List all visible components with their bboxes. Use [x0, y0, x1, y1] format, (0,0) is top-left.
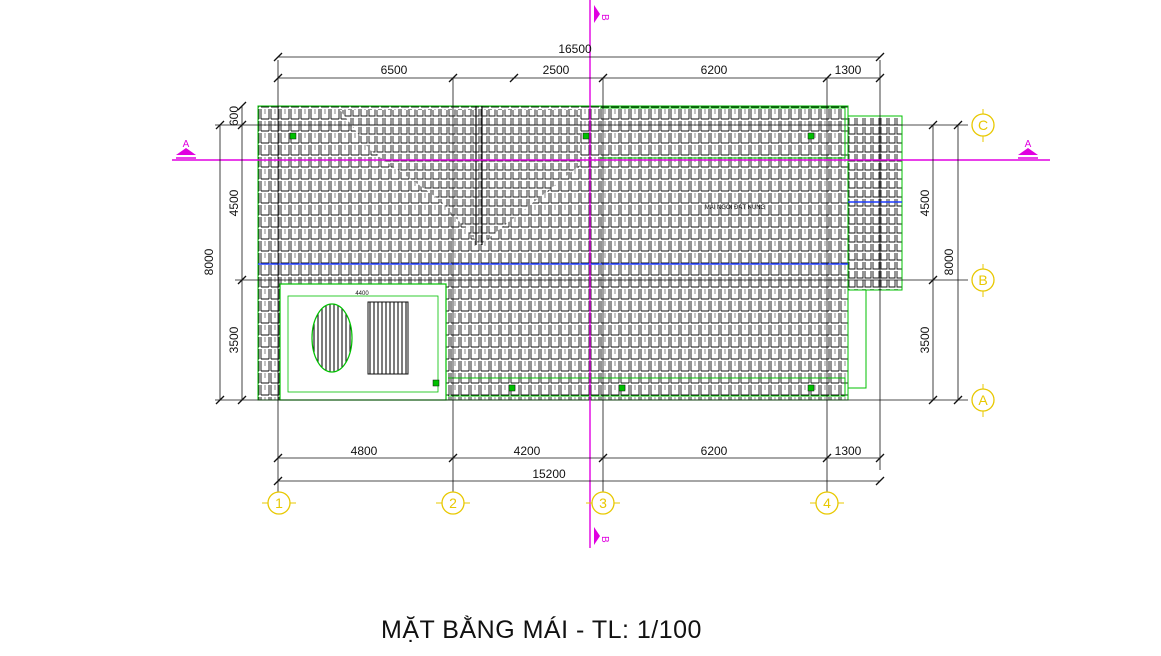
dim-bottom-segment-4: 1300 — [835, 444, 862, 458]
svg-text:1: 1 — [275, 495, 283, 511]
dim-top-segment-3: 6200 — [701, 63, 728, 77]
section-marker-b-top: B — [594, 5, 610, 23]
section-cut-lines: A A B B — [172, 0, 1050, 548]
roof-side-wing-tiles — [848, 116, 902, 290]
dim-top-segment-1: 6500 — [381, 63, 408, 77]
svg-text:2: 2 — [449, 495, 457, 511]
dim-top-overall: 16500 — [558, 42, 592, 56]
dim-left-segment-1: 600 — [227, 106, 241, 126]
dim-bottom-segment-3: 6200 — [701, 444, 728, 458]
grid-bubble-c: C — [971, 109, 995, 142]
svg-text:4: 4 — [823, 495, 831, 511]
dim-bottom-segment-1: 4800 — [351, 444, 378, 458]
svg-text:3: 3 — [599, 495, 607, 511]
dim-top-segment-4: 1300 — [835, 63, 862, 77]
grid-bubble-a: A — [971, 384, 995, 417]
dim-right-segment-1: 4500 — [918, 189, 932, 216]
dim-right-segment-2: 3500 — [918, 326, 932, 353]
dimension-lines — [215, 52, 963, 486]
section-marker-a-left: A — [176, 139, 196, 159]
dim-bottom-segment-2: 4200 — [514, 444, 541, 458]
downspout-markers — [289, 132, 815, 392]
eave-outline — [448, 377, 846, 397]
grid-lines — [215, 60, 968, 492]
grid-bubble-2: 2 — [436, 491, 470, 515]
roof-valley-zone — [340, 110, 580, 245]
dim-left-segment-2: 4500 — [227, 189, 241, 216]
dim-right-overall: 8000 — [942, 248, 956, 275]
skylight-dome — [311, 303, 353, 373]
roof-wing-outline — [847, 115, 903, 291]
grid-bubbles-rows: C B A — [971, 109, 995, 417]
dim-left-overall: 8000 — [202, 248, 216, 275]
skylight-grille — [367, 301, 409, 375]
grid-bubbles-columns: 1 2 3 4 — [262, 491, 844, 515]
svg-text:A: A — [183, 139, 190, 150]
svg-text:A: A — [1025, 139, 1032, 150]
ridge-outline — [600, 107, 846, 159]
dim-bottom-overall: 15200 — [532, 467, 566, 481]
svg-text:C: C — [978, 117, 988, 133]
grid-bubble-b: B — [971, 264, 995, 297]
section-marker-b-bottom: B — [594, 527, 610, 545]
drawing-title: MẶT BẰNG MÁI - TL: 1/100 — [381, 616, 702, 644]
skylight-inner — [287, 295, 439, 393]
grid-bubble-3: 3 — [586, 491, 620, 515]
roof-area: 4400 MÁI NGÓI ĐẤT NUNG — [257, 105, 903, 401]
skylight-opening — [279, 283, 447, 401]
skylight-width-label: 4400 — [355, 291, 369, 297]
grid-bubble-1: 1 — [262, 491, 296, 515]
dim-left-segment-3: 3500 — [227, 326, 241, 353]
roof-note: MÁI NGÓI ĐẤT NUNG — [705, 204, 766, 211]
section-marker-a-right: A — [1018, 139, 1038, 159]
svg-text:B: B — [599, 536, 610, 543]
svg-text:A: A — [978, 392, 988, 408]
roof-gutter-outline — [847, 289, 867, 389]
grid-bubble-4: 4 — [810, 491, 844, 515]
svg-text:B: B — [978, 272, 987, 288]
svg-text:B: B — [599, 14, 610, 21]
dim-top-segment-2: 2500 — [543, 63, 570, 77]
